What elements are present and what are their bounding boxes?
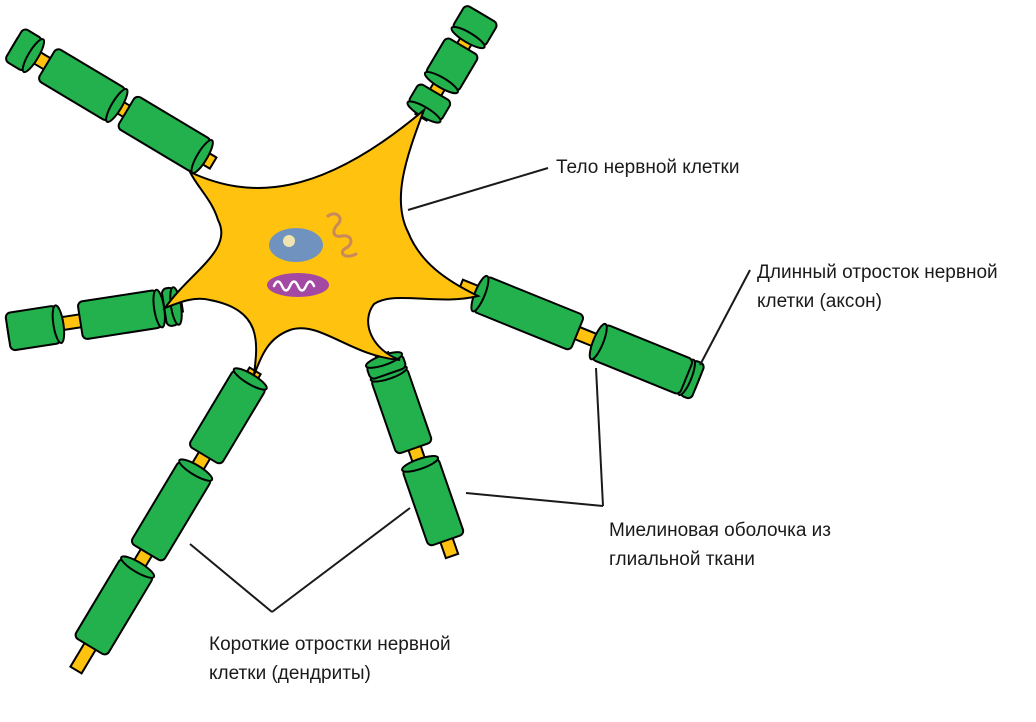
- leader-line-axon: [699, 269, 751, 366]
- process-left: [4, 286, 185, 352]
- myelin-segment: [38, 48, 129, 123]
- label-myelin: Миелиновая оболочка из глиальной ткани: [609, 516, 831, 574]
- myelin-segment: [189, 367, 268, 465]
- myelin-segment: [4, 304, 66, 352]
- myelin-segment: [588, 322, 694, 395]
- myelin-segment: [74, 555, 156, 656]
- processes: [4, 5, 705, 675]
- process-axon: [456, 274, 705, 400]
- label-dendrites-line-1: Короткие отростки нервной: [209, 634, 451, 655]
- leader-line-myelin-1: [465, 492, 604, 507]
- leader-line-dendrites-2: [271, 507, 411, 613]
- leader-lines: [189, 167, 751, 613]
- process-upper-right: [406, 5, 498, 124]
- label-axon-line-1: Длинный отросток нервной: [757, 262, 998, 283]
- label-myelin-line-2: глиальной ткани: [609, 549, 755, 570]
- myelin-segment: [401, 455, 465, 547]
- leader-line-dendrites-1: [189, 543, 273, 613]
- process-dendrite-lower-left: [69, 366, 268, 675]
- label-cell-body-line: Тело нервной клетки: [556, 157, 740, 178]
- myelin-segment: [77, 288, 166, 340]
- label-dendrites: Короткие отростки нервной клетки (дендри…: [209, 630, 451, 688]
- myelin-segment: [470, 274, 584, 351]
- myelin-segment: [423, 37, 479, 95]
- myelin-segment: [130, 458, 214, 562]
- golgi-squiggle: [326, 212, 358, 258]
- process-dendrite-lower-mid: [364, 350, 465, 560]
- label-myelin-line-1: Миелиновая оболочка из: [609, 520, 831, 541]
- label-axon-line-2: клетки (аксон): [757, 291, 882, 312]
- label-dendrites-line-2: клетки (дендриты): [209, 663, 371, 684]
- myelin-segment: [5, 28, 46, 74]
- leader-line-cell-body: [407, 167, 549, 211]
- myelin-segment: [117, 95, 214, 175]
- myelin-segment: [450, 5, 498, 50]
- nucleolus: [283, 235, 295, 247]
- label-axon: Длинный отросток нервной клетки (аксон): [757, 258, 998, 316]
- label-cell-body: Тело нервной клетки: [556, 153, 739, 182]
- process-upper-left: [5, 28, 218, 175]
- nucleus: [269, 228, 323, 262]
- leader-line-myelin-2: [595, 367, 604, 507]
- mitochondrion-cristae: [272, 280, 316, 292]
